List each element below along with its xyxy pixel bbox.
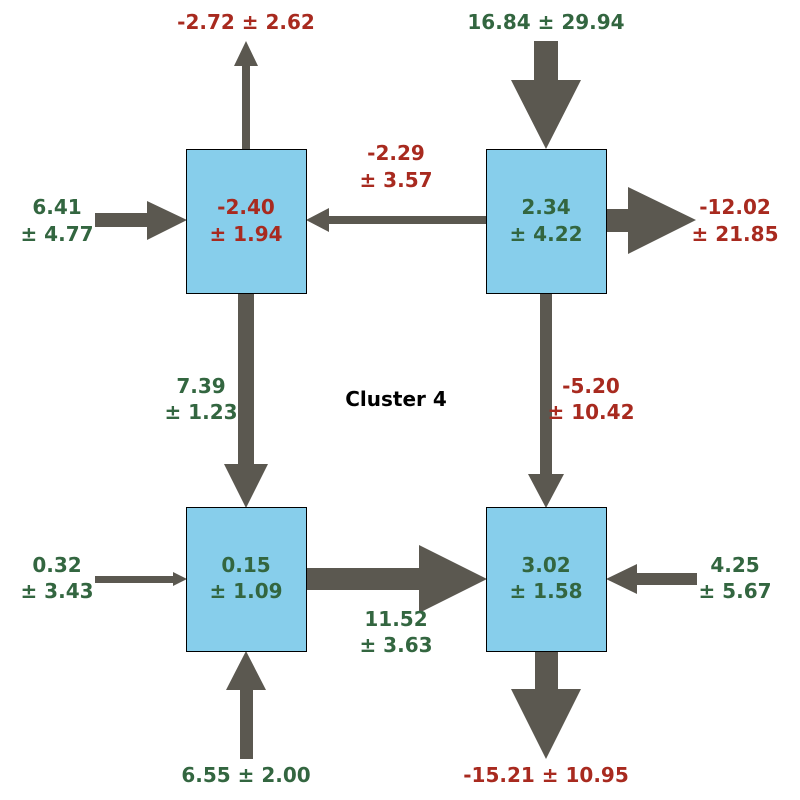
flow-label-top-right-out-right-value: -12.02 xyxy=(699,195,771,219)
box-bottom-right xyxy=(486,507,607,652)
arrow-top-right-in-down xyxy=(511,41,581,149)
arrow-top-right-out-right xyxy=(606,187,696,254)
flow-label-bottom-right-in-right-error: ± 5.67 xyxy=(698,579,771,603)
flow-label-top-left-out-up: -2.72 ± 2.62 xyxy=(177,10,315,34)
arrow-top-right-to-top-left xyxy=(306,208,487,232)
box-top-left xyxy=(186,149,307,294)
flow-label-top-left-to-bottom-left-value: 7.39 xyxy=(176,374,225,398)
arrow-top-right-to-bottom-right xyxy=(528,293,564,508)
box-top-right-error: ± 4.22 xyxy=(509,222,582,246)
flow-label-bottom-right-out-down: -15.21 ± 10.95 xyxy=(463,763,629,787)
diagram-title: Cluster 4 xyxy=(345,387,447,411)
flow-label-top-right-to-bottom-right-value: -5.20 xyxy=(562,374,620,398)
flow-label-top-right-to-top-left-error: ± 3.57 xyxy=(359,168,432,192)
box-bottom-left-value: 0.15 xyxy=(221,553,270,577)
flow-label-bottom-left-in-left-error: ± 3.43 xyxy=(20,579,93,603)
flow-label-bottom-left-in-up: 6.55 ± 2.00 xyxy=(181,763,310,787)
flow-label-top-left-to-bottom-left-error: ± 1.23 xyxy=(164,400,237,424)
flow-label-bottom-left-to-bottom-right-error: ± 3.63 xyxy=(359,633,432,657)
flow-label-bottom-right-in-right-value: 4.25 xyxy=(710,553,759,577)
arrow-bottom-right-in-right xyxy=(606,564,697,594)
box-bottom-left xyxy=(186,507,307,652)
arrow-top-left-to-bottom-left xyxy=(224,293,268,508)
flow-label-bottom-left-to-bottom-right-value: 11.52 xyxy=(364,607,427,631)
arrow-bottom-left-to-bottom-right xyxy=(306,545,487,613)
arrow-top-left-in-left xyxy=(95,201,187,240)
flow-label-top-right-in-down: 16.84 ± 29.94 xyxy=(467,10,624,34)
arrow-bottom-left-in-left xyxy=(95,572,187,586)
flow-label-top-right-to-bottom-right-error: ± 10.42 xyxy=(548,400,635,424)
box-top-left-error: ± 1.94 xyxy=(209,222,282,246)
box-top-right-value: 2.34 xyxy=(521,195,570,219)
flow-label-top-left-in-left-error: ± 4.77 xyxy=(20,222,93,246)
box-bottom-right-error: ± 1.58 xyxy=(509,579,582,603)
flow-label-top-left-in-left-value: 6.41 xyxy=(32,195,81,219)
flow-label-top-right-to-top-left-value: -2.29 xyxy=(367,141,425,165)
arrow-bottom-right-out-down xyxy=(511,651,581,759)
arrow-top-left-out-up xyxy=(234,41,258,149)
box-top-right xyxy=(486,149,607,294)
flow-label-bottom-left-in-left-value: 0.32 xyxy=(32,553,81,577)
box-bottom-left-error: ± 1.09 xyxy=(209,579,282,603)
box-top-left-value: -2.40 xyxy=(217,195,275,219)
flow-label-top-right-out-right-error: ± 21.85 xyxy=(692,222,779,246)
box-bottom-right-value: 3.02 xyxy=(521,553,570,577)
arrow-bottom-left-in-up xyxy=(226,651,266,759)
